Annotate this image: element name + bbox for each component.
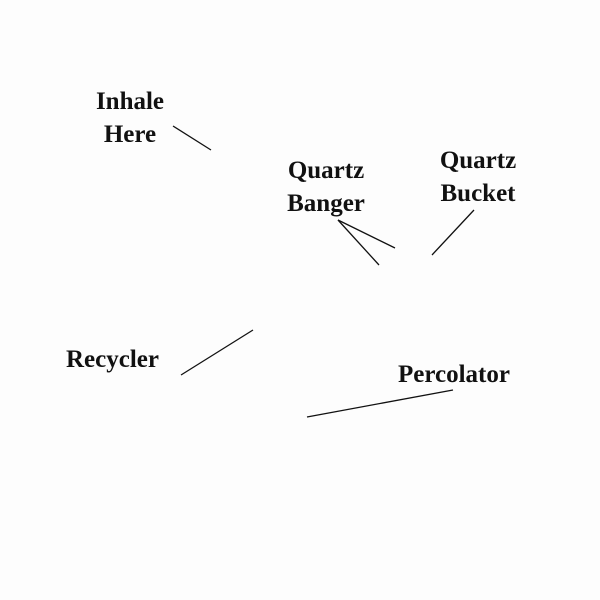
leader-line-recycler (180, 329, 254, 376)
label-percolator: Percolator (398, 361, 510, 388)
label-quartz-banger: Quartz Banger (276, 154, 376, 220)
label-inhale-here: Inhale Here (82, 85, 178, 151)
label-line: Bucket (440, 180, 516, 207)
label-line: Quartz (287, 157, 365, 184)
leader-line-quartz-banger-2 (337, 219, 380, 266)
label-line: Inhale (95, 88, 165, 115)
leader-line-percolator (306, 389, 454, 418)
label-line: Banger (287, 190, 365, 217)
label-line: Here (103, 121, 157, 148)
label-quartz-bucket: Quartz Bucket (428, 144, 528, 210)
leader-line-quartz-banger-1 (337, 219, 396, 249)
leader-line-quartz-bucket (431, 209, 475, 256)
label-recycler: Recycler (66, 346, 159, 373)
leader-line-inhale-here (172, 125, 212, 151)
label-line: Quartz (439, 147, 517, 174)
